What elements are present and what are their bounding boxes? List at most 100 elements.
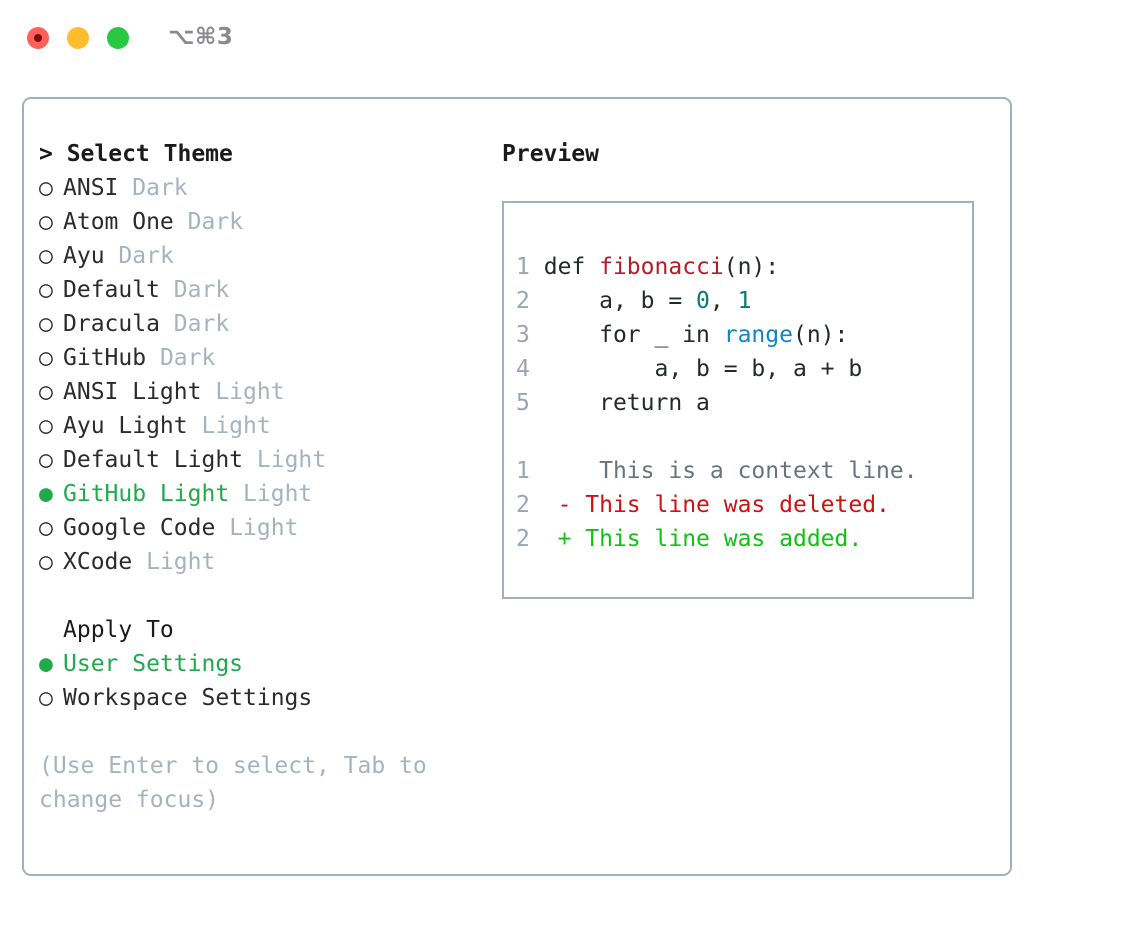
zoom-button[interactable] — [107, 27, 129, 49]
theme-option-variant: Light — [243, 481, 313, 507]
code-line-number: 2 — [516, 288, 530, 314]
code-token-plain: for _ in — [543, 322, 724, 348]
code-token-plain: return a — [543, 390, 710, 416]
theme-option-github-light[interactable]: ● GitHub Light Light — [39, 477, 499, 511]
code-token-plain: (n): — [723, 254, 780, 280]
diff-sample: 1 This is a context line.2 - This line w… — [516, 454, 918, 556]
theme-option-variant: Dark — [187, 209, 244, 235]
radio-selected-icon: ● — [39, 651, 53, 677]
theme-option-label: Atom One — [63, 209, 174, 235]
theme-option-variant: Dark — [173, 311, 230, 337]
theme-option-default[interactable]: ○ Default Dark — [39, 273, 499, 307]
radio-unselected-icon: ○ — [39, 685, 53, 711]
minimize-button[interactable] — [67, 27, 89, 49]
radio-unselected-icon: ○ — [39, 209, 53, 235]
theme-option-dracula[interactable]: ○ Dracula Dark — [39, 307, 499, 341]
code-token-kw: range — [723, 322, 793, 348]
radio-unselected-icon: ○ — [39, 175, 53, 201]
apply-to-header: Apply To — [63, 617, 174, 643]
theme-option-default-light[interactable]: ○ Default Light Light — [39, 443, 499, 477]
code-line-number: 1 — [516, 254, 530, 280]
apply-to-option-workspace-settings[interactable]: ○ Workspace Settings — [39, 681, 499, 715]
code-line: 1 def fibonacci(n): — [516, 250, 862, 284]
diff-text: This line was deleted. — [571, 492, 890, 518]
theme-option-variant: Dark — [132, 175, 188, 201]
radio-unselected-icon: ○ — [39, 345, 53, 371]
theme-option-xcode[interactable]: ○ XCode Light — [39, 545, 499, 579]
theme-option-ayu[interactable]: ○Ayu Dark — [39, 239, 499, 273]
theme-option-label: GitHub Light — [63, 481, 230, 507]
code-token-plain: a, b = b, a + b — [543, 356, 863, 382]
theme-option-google-code[interactable]: ○ Google Code Light — [39, 511, 499, 545]
code-line: 3 for _ in range(n): — [516, 318, 862, 352]
preview-header: Preview — [502, 141, 599, 167]
radio-unselected-icon: ○ — [39, 515, 53, 541]
theme-option-ansi[interactable]: ○ ANSI Dark — [39, 171, 499, 205]
code-line-number: 3 — [516, 322, 530, 348]
theme-option-label: ANSI Light — [63, 379, 202, 405]
theme-option-variant: Light — [201, 413, 271, 439]
theme-option-label: Dracula — [63, 311, 160, 337]
radio-unselected-icon: ○ — [39, 413, 53, 439]
theme-option-variant: Dark — [173, 277, 230, 303]
theme-option-variant: Light — [229, 515, 299, 541]
diff-line-number: 2 — [516, 526, 530, 552]
radio-unselected-icon: ○ — [39, 243, 53, 269]
radio-unselected-icon: ○ — [39, 549, 53, 575]
close-button[interactable] — [27, 27, 49, 49]
preview-column: Preview 1 def fibonacci(n):2 a, b = 0, 1… — [502, 137, 1002, 599]
theme-option-label: Ayu Light — [63, 413, 188, 439]
diff-line-add: 2 + This line was added. — [516, 522, 918, 556]
keyboard-shortcut-label: ⌥⌘3 — [168, 24, 234, 50]
code-line: 2 a, b = 0, 1 — [516, 284, 862, 318]
diff-sign: - — [557, 492, 572, 518]
diff-text: This is a context line. — [571, 458, 918, 484]
traffic-lights — [27, 27, 129, 49]
theme-option-atom-one[interactable]: ○ Atom One Dark — [39, 205, 499, 239]
code-line: 4 a, b = b, a + b — [516, 352, 862, 386]
radio-unselected-icon: ○ — [39, 277, 53, 303]
code-token-plain: a, b = — [543, 288, 697, 314]
diff-line-number: 1 — [516, 458, 530, 484]
diff-sign — [558, 458, 572, 484]
theme-option-label: Default Light — [63, 447, 244, 473]
theme-option-variant: Light — [146, 549, 216, 575]
code-token-fn: fibonacci — [599, 254, 724, 280]
theme-option-label: XCode — [63, 549, 133, 575]
theme-option-label: Ayu — [63, 243, 105, 269]
theme-option-label: Default — [63, 277, 160, 303]
apply-to-option-user-settings[interactable]: ● User Settings — [39, 647, 499, 681]
theme-option-label: ANSI — [63, 175, 119, 201]
diff-sign: + — [557, 526, 572, 552]
main-panel: > Select Theme ○ANSI Dark○Atom One Dark○… — [22, 97, 1012, 876]
radio-selected-icon: ● — [39, 481, 53, 507]
theme-option-github[interactable]: ○GitHub Dark — [39, 341, 499, 375]
code-token-plain: (n): — [792, 322, 849, 348]
code-token-num: 1 — [737, 288, 752, 314]
code-token-plain: , — [709, 288, 738, 314]
theme-option-ansi-light[interactable]: ○ ANSI Light Light — [39, 375, 499, 409]
theme-option-variant: Light — [215, 379, 285, 405]
diff-line-del: 2 - This line was deleted. — [516, 488, 918, 522]
code-token-plain: def — [543, 254, 600, 280]
diff-line-number: 2 — [516, 492, 530, 518]
theme-list: ○ ANSI Dark ○ Atom One Dark ○ Ayu Dark ○ Defaul… — [39, 171, 499, 579]
theme-option-label: Google Code — [63, 515, 216, 541]
radio-unselected-icon: ○ — [39, 311, 53, 337]
code-token-num: 0 — [696, 288, 710, 314]
apply-to-option-label: Workspace Settings — [63, 685, 313, 711]
code-line-number: 5 — [516, 390, 530, 416]
theme-selector-column: > Select Theme ○ANSI Dark○Atom One Dark○… — [39, 137, 499, 817]
radio-unselected-icon: ○ — [39, 447, 53, 473]
apply-to-option-label: User Settings — [63, 651, 244, 677]
radio-unselected-icon: ○ — [39, 379, 53, 405]
theme-option-ayu-light[interactable]: ○ Ayu Light Light — [39, 409, 499, 443]
keyboard-hint: (Use Enter to select, Tab to change focu… — [39, 753, 427, 813]
select-theme-header: > Select Theme — [39, 141, 233, 167]
theme-option-variant: Light — [256, 447, 327, 473]
apply-to-options: ● User Settings ○ Workspace Settings — [39, 647, 499, 715]
diff-line-ctx: 1 This is a context line. — [516, 454, 918, 488]
